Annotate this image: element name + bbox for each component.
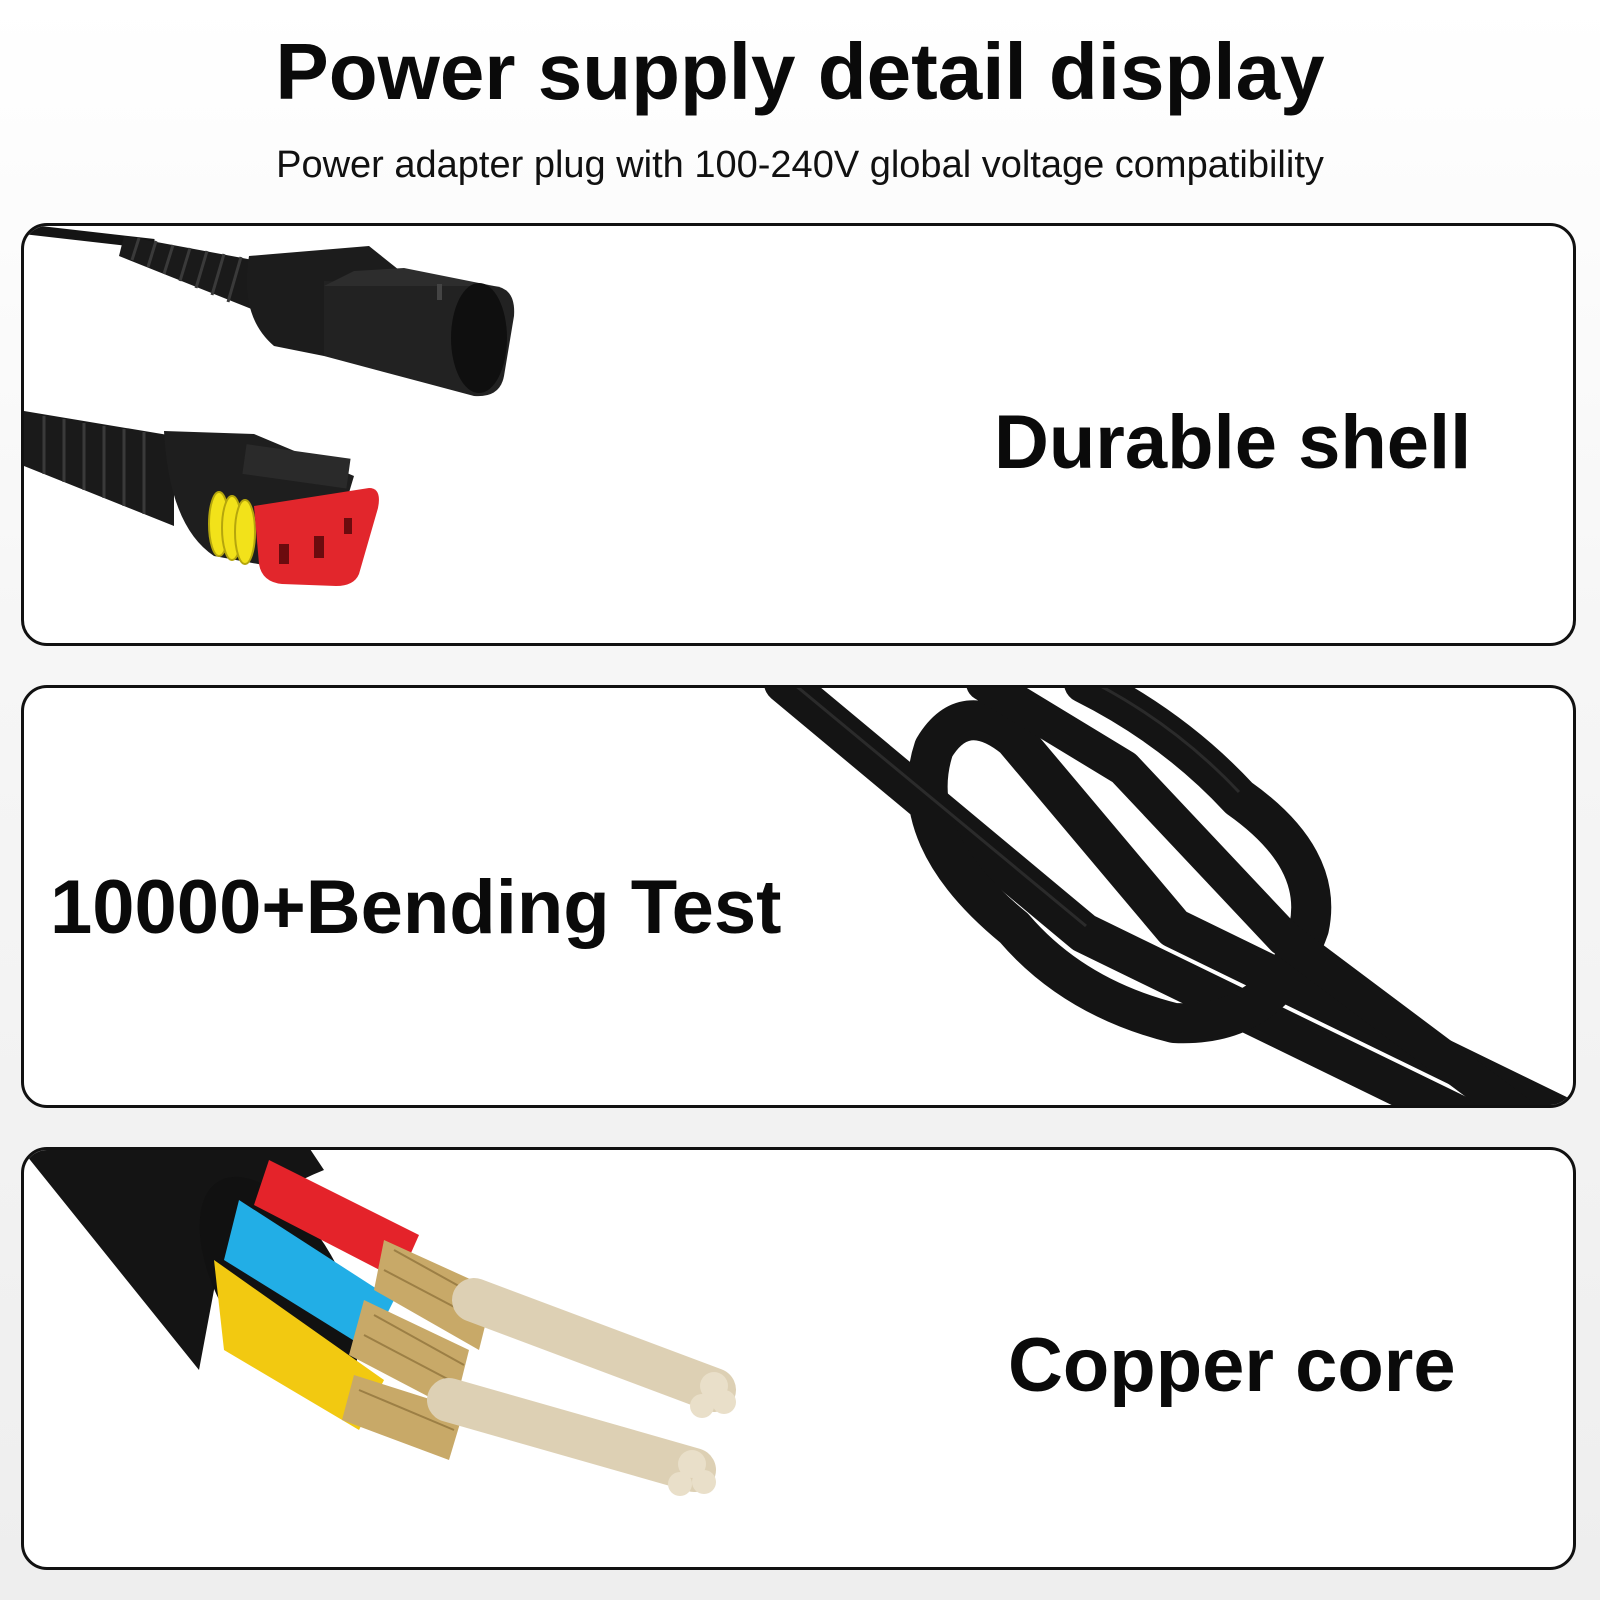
knotted-cable-icon <box>764 688 1573 1105</box>
feature-panel-bending-test: 10000+Bending Test <box>21 685 1576 1108</box>
page-title: Power supply detail display <box>275 27 1325 116</box>
page-subtitle: Power adapter plug with 100-240V global … <box>276 144 1324 186</box>
panel-label: Durable shell <box>994 400 1472 485</box>
connector-plug-icon <box>24 226 515 586</box>
panel-label: 10000+Bending Test <box>50 865 782 950</box>
feature-panel-durable-shell: Durable shell <box>21 223 1576 646</box>
panel-label: Copper core <box>1008 1323 1456 1408</box>
copper-wire-core-icon <box>24 1150 736 1496</box>
feature-panel-copper-core: Copper core <box>21 1147 1576 1570</box>
